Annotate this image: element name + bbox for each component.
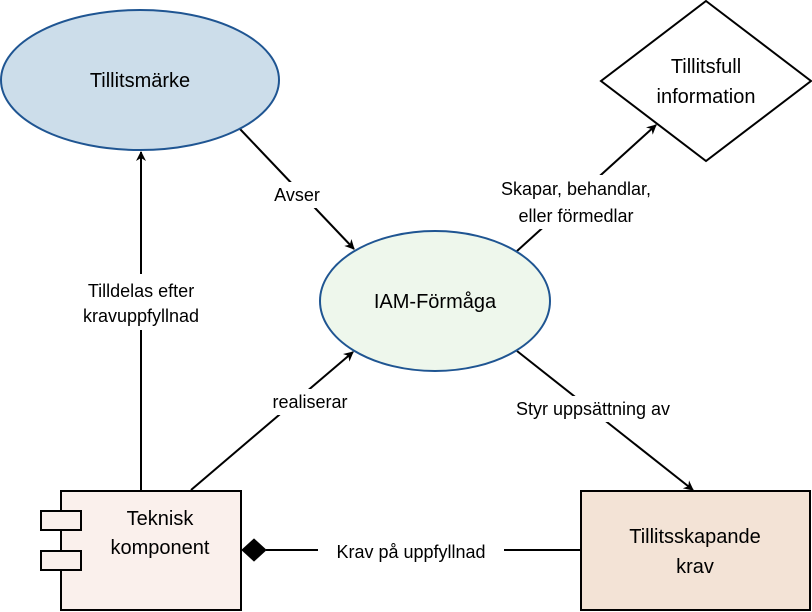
edge-styr-label-bg (494, 396, 692, 422)
edge-skapar-label-line2: eller förmedlar (518, 206, 633, 226)
edge-krav-pa-label: Krav på uppfyllnad (336, 542, 485, 562)
node-tillitsskapande-krav[interactable]: Tillitsskapande krav (580, 490, 811, 611)
edge-avser-label: Avser (274, 185, 320, 205)
node-information-label-line1: Tillitsfull (671, 56, 741, 78)
node-krav-label-line2: krav (676, 556, 714, 578)
node-komponent-label-line2: komponent (111, 537, 210, 559)
node-krav-label-line1: Tillitsskapande (629, 526, 761, 548)
node-iam-formaga-label: IAM-Förmåga (374, 291, 497, 313)
edge-skapar-label-bg (480, 175, 670, 229)
edge-skapar-label-line1: Skapar, behandlar, (501, 179, 651, 199)
component-tab-icon (40, 550, 82, 571)
edge-avser-label-bg (264, 182, 330, 208)
node-tillitsfull-information[interactable]: Tillitsfull information (599, 0, 812, 163)
node-tillitsmarke-label: Tillitsmärke (90, 70, 190, 92)
node-tillitsmarke[interactable]: Tillitsmärke (0, 9, 280, 151)
edge-tilldelas: Tilldelas efter kravuppfyllnad (66, 151, 216, 490)
edge-styr-label: Styr uppsättning av (516, 399, 670, 419)
edge-avser: Avser (239, 128, 355, 250)
edge-realiserar-label: realiserar (272, 392, 347, 412)
node-komponent-label-line1: Teknisk (127, 508, 195, 530)
edge-realiserar-label-bg (260, 389, 360, 415)
edge-krav-pa-label-bg (318, 538, 504, 564)
edge-tilldelas-label-bg (66, 274, 216, 330)
component-tab-icon (40, 510, 82, 531)
edge-realiserar: realiserar (190, 351, 360, 491)
edge-skapar: Skapar, behandlar, eller förmedlar (480, 124, 670, 252)
edge-krav-pa: Krav på uppfyllnad (241, 538, 580, 564)
edge-tilldelas-label-line2: kravuppfyllnad (83, 306, 199, 326)
node-iam-formaga[interactable]: IAM-Förmåga (319, 230, 551, 372)
edge-tilldelas-label-line1: Tilldelas efter (88, 281, 194, 301)
node-information-label-line2: information (657, 86, 756, 108)
node-teknisk-komponent[interactable]: Teknisk komponent (40, 490, 242, 611)
edge-styr: Styr uppsättning av (494, 350, 694, 491)
composition-diamond-icon (241, 538, 267, 562)
